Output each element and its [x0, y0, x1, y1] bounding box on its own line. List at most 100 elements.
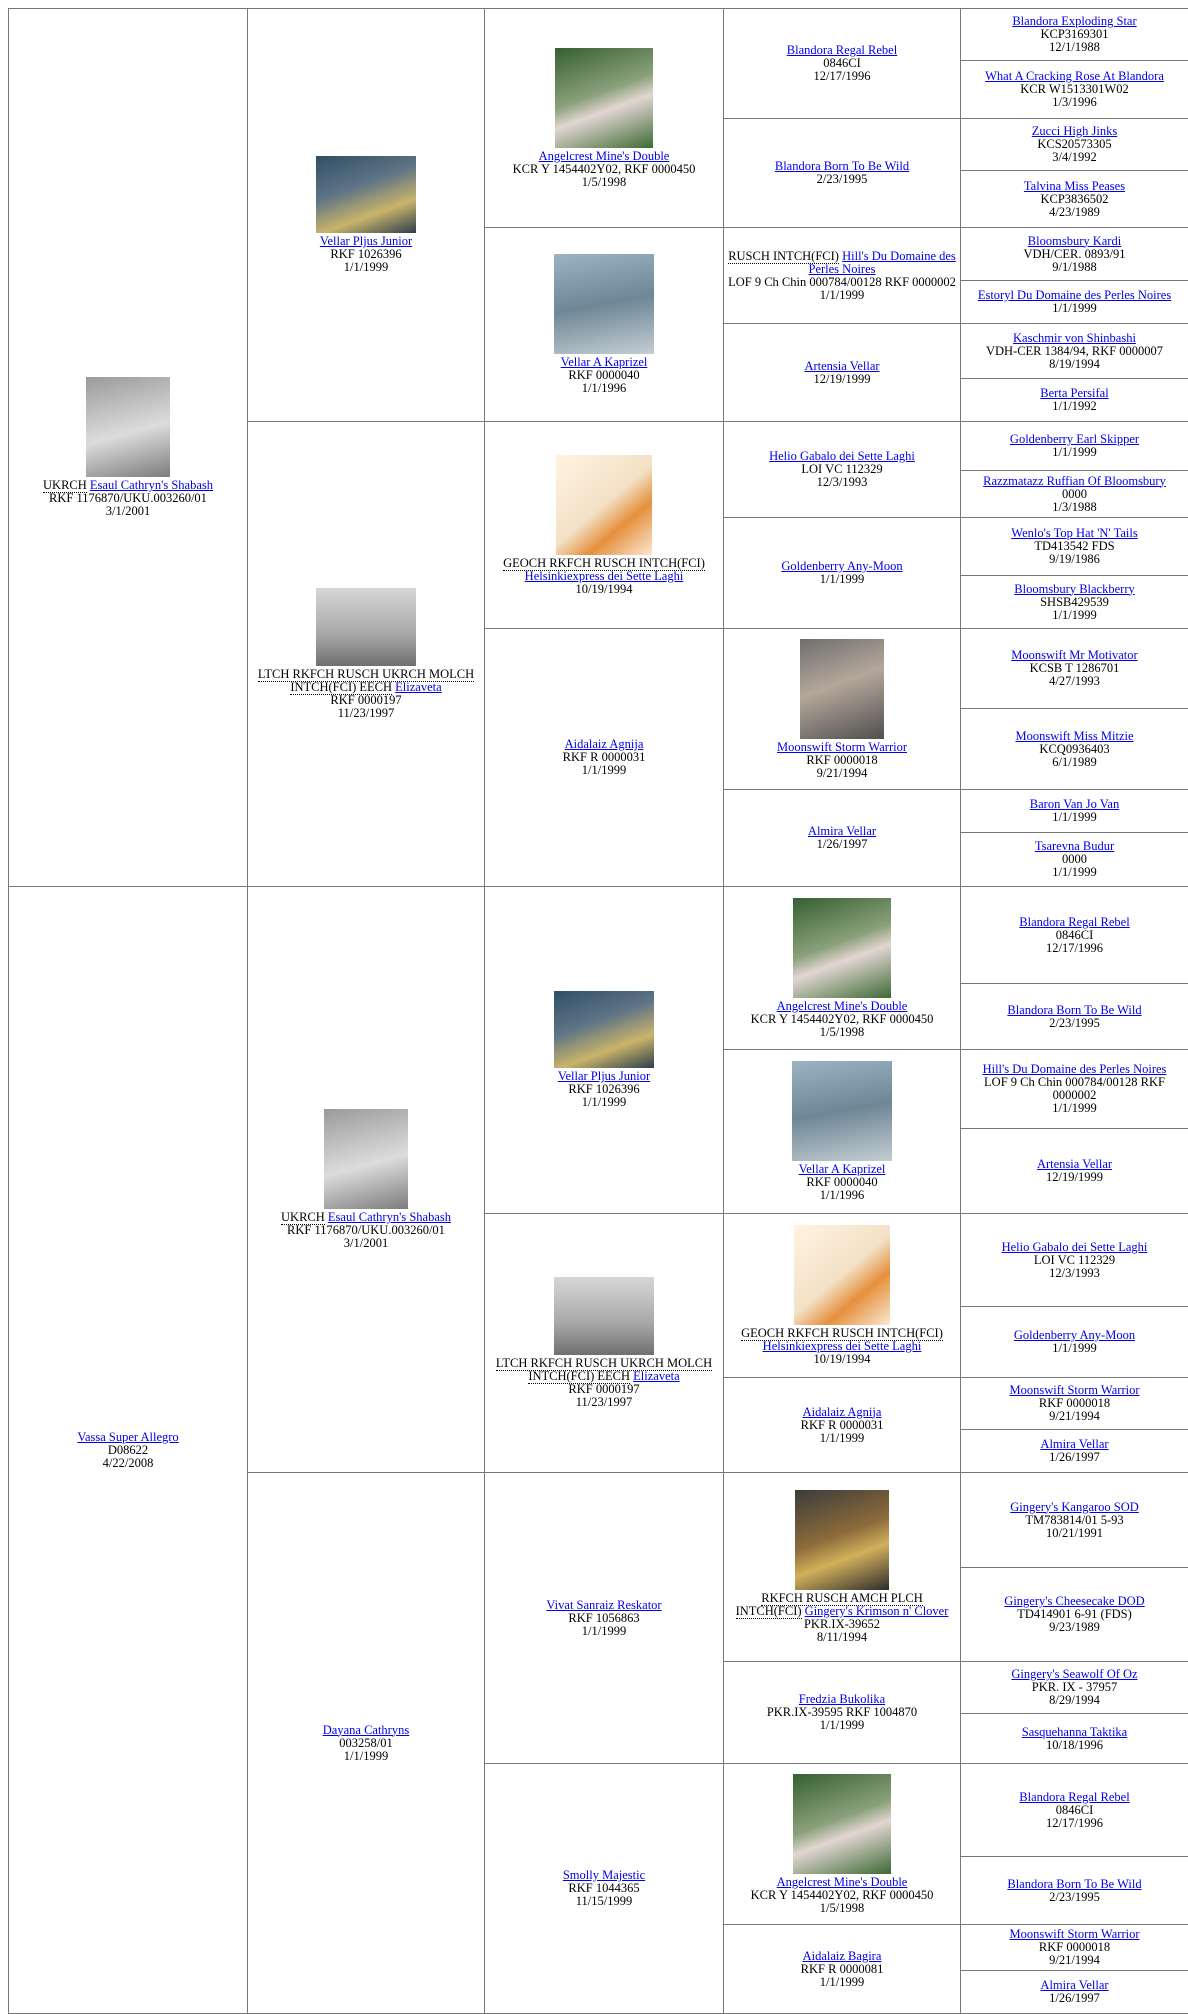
dog-name-link[interactable]: Angelcrest Mine's Double: [776, 1874, 908, 1889]
dog-name-link[interactable]: Blandora Exploding Star: [1012, 14, 1137, 28]
dog-photo[interactable]: [556, 454, 652, 555]
pedigree-cell-elizaveta: LTCH RKFCH RUSCH UKRCH MOLCH INTCH(FCI) …: [484, 1213, 724, 1473]
dog-photo[interactable]: [795, 1490, 889, 1590]
dog-name-link[interactable]: Blandora Born To Be Wild: [774, 159, 910, 173]
dog-name-link[interactable]: Esaul Cathryn's Shabash: [327, 1210, 451, 1224]
dog-name-link[interactable]: Angelcrest Mine's Double: [538, 148, 670, 163]
dog-name-link[interactable]: Helsinkiexpress dei Sette Laghi: [762, 1339, 922, 1353]
registration-number: KCS20573305: [1037, 137, 1112, 151]
dog-name-link[interactable]: Blandora Regal Rebel: [1019, 1789, 1130, 1804]
birth-date: 1/5/1998: [581, 174, 627, 189]
dog-name-link[interactable]: Berta Persifal: [1040, 386, 1109, 400]
dog-name-link[interactable]: Esaul Cathryn's Shabash: [89, 478, 213, 492]
dog-photo[interactable]: [792, 1061, 892, 1161]
dog-name-link[interactable]: Moonswift Mr Motivator: [1011, 648, 1138, 662]
birth-date: 1/1/1996: [581, 381, 627, 395]
registration-number: 0846CI: [1055, 1802, 1094, 1817]
birth-date: 6/1/1989: [1052, 754, 1097, 769]
dog-name-link[interactable]: Moonswift Miss Mitzie: [1015, 728, 1134, 743]
dog-name-link[interactable]: Gingery's Seawolf Of Oz: [1011, 1667, 1138, 1681]
registration-number: SHSB429539: [1040, 594, 1109, 609]
registration-number: KCR W1513301W02: [1020, 82, 1129, 96]
dog-name-link[interactable]: Gingery's Cheesecake DOD: [1004, 1594, 1145, 1608]
dog-name-link[interactable]: Dayana Cathryns: [322, 1722, 410, 1737]
birth-date: 1/1/1999: [581, 763, 627, 777]
dog-name-link[interactable]: Moonswift Storm Warrior: [1009, 1383, 1140, 1397]
dog-photo[interactable]: [316, 156, 416, 233]
dog-photo[interactable]: [86, 377, 170, 477]
dog-name-link[interactable]: Helsinkiexpress dei Sette Laghi: [524, 568, 684, 583]
dog-name-link[interactable]: Elizaveta: [395, 680, 442, 694]
dog-photo[interactable]: [555, 47, 653, 148]
dog-name-link[interactable]: Artensia Vellar: [804, 358, 880, 373]
dog-name-link[interactable]: Talvina Miss Peases: [1023, 178, 1126, 193]
dog-name-link[interactable]: Vassa Super Allegro: [77, 1429, 179, 1444]
dog-name-link[interactable]: Zucci High Jinks: [1031, 124, 1118, 138]
dog-name-link[interactable]: Baron Van Jo Van: [1029, 797, 1120, 811]
dog-photo[interactable]: [554, 254, 654, 354]
dog-name-link[interactable]: Helio Gabalo dei Sette Laghi: [1001, 1239, 1148, 1254]
dog-name-link[interactable]: Artensia Vellar: [1036, 1157, 1113, 1171]
dog-name-link[interactable]: Angelcrest Mine's Double: [776, 998, 908, 1013]
dog-name-link[interactable]: Helio Gabalo dei Sette Laghi: [769, 449, 915, 463]
dog-name-link[interactable]: Aidalaiz Agnija: [802, 1404, 882, 1419]
dog-name-link[interactable]: Aidalaiz Bagira: [802, 1948, 882, 1963]
dog-name-link[interactable]: Blandora Regal Rebel: [1019, 914, 1130, 929]
dog-photo[interactable]: [554, 991, 654, 1068]
dog-name-link[interactable]: Bloomsbury Blackberry: [1014, 581, 1135, 596]
dog-name-link[interactable]: Moonswift Storm Warrior: [1009, 1927, 1140, 1941]
dog-name-link[interactable]: Goldenberry Any-Moon: [781, 559, 903, 573]
birth-date: 1/1/1999: [819, 1718, 865, 1732]
birth-date: 12/17/1996: [1046, 1815, 1103, 1830]
dog-name-link[interactable]: Blandora Regal Rebel: [786, 43, 898, 57]
registration-number: PKR.IX-39652: [803, 1617, 881, 1631]
dog-photo[interactable]: [793, 897, 891, 998]
dog-photo[interactable]: [800, 638, 884, 739]
dog-name-link[interactable]: Gingery's Kangaroo SOD: [1010, 1499, 1139, 1514]
dog-name-link[interactable]: Vellar Pljus Junior: [319, 234, 413, 248]
dog-name-link[interactable]: Vellar A Kaprizel: [798, 1162, 886, 1176]
dog-name-link[interactable]: Aidalaiz Agnija: [564, 737, 644, 751]
dog-name-link[interactable]: Vellar A Kaprizel: [560, 355, 648, 369]
birth-date: 1/1/1999: [1052, 1341, 1097, 1355]
dog-name-link[interactable]: Blandora Born To Be Wild: [1007, 1876, 1142, 1891]
dog-name-link[interactable]: Elizaveta: [633, 1369, 680, 1383]
dog-name-link[interactable]: Estoryl Du Domaine des Perles Noires: [977, 288, 1172, 302]
birth-date: 12/1/1988: [1049, 40, 1100, 54]
birth-date: 1/1/1992: [1052, 399, 1097, 413]
dog-name-link[interactable]: Moonswift Storm Warrior: [776, 739, 907, 754]
birth-date: 1/1/1999: [1052, 810, 1097, 824]
dog-name-link[interactable]: Vivat Sanraiz Reskator: [546, 1597, 662, 1612]
dog-name-link[interactable]: Hill's Du Domaine des Perles Noires: [808, 248, 956, 276]
dog-photo[interactable]: [324, 1109, 408, 1209]
dog-photo[interactable]: [554, 1277, 654, 1355]
birth-date: 1/1/1999: [343, 1748, 389, 1763]
dog-name-link[interactable]: Kaschmir von Shinbashi: [1013, 330, 1136, 345]
dog-name-link[interactable]: Almira Vellar: [807, 824, 877, 838]
dog-name-link[interactable]: Sasquehanna Taktika: [1021, 1724, 1128, 1739]
dog-name-link[interactable]: Hill's Du Domaine des Perles Noires: [982, 1062, 1167, 1076]
dog-photo[interactable]: [793, 1773, 891, 1874]
dog-name-link[interactable]: Goldenberry Earl Skipper: [1009, 432, 1140, 446]
dog-name-link[interactable]: Goldenberry Any-Moon: [1013, 1328, 1136, 1342]
dog-name-link[interactable]: Almira Vellar: [1040, 1437, 1109, 1451]
dog-name-link[interactable]: Gingery's Krimson n' Clover: [804, 1604, 949, 1618]
dog-photo[interactable]: [794, 1225, 890, 1325]
dog-name-link[interactable]: Razzmatazz Ruffian Of Bloomsbury: [983, 473, 1166, 488]
dog-name-link[interactable]: Fredzia Bukolika: [798, 1692, 886, 1706]
dog-photo[interactable]: [316, 588, 416, 666]
dog-name-link[interactable]: Bloomsbury Kardi: [1027, 233, 1122, 248]
dog-name-link[interactable]: Smolly Majestic: [562, 1868, 646, 1882]
dog-name-link[interactable]: Tsarevna Budur: [1034, 839, 1115, 853]
dog-name-link[interactable]: Wenlo's Top Hat 'N' Tails: [1011, 526, 1138, 540]
dog-name-link[interactable]: Almira Vellar: [1040, 1978, 1109, 1992]
dog-name-link[interactable]: Blandora Born To Be Wild: [1007, 1002, 1142, 1017]
dog-name-link[interactable]: Vellar Pljus Junior: [557, 1069, 651, 1083]
pedigree-cell-helsinkiexpress-dei-sette-laghi: GEOCH RKFCH RUSCH INTCH(FCI) Helsinkiexp…: [484, 421, 724, 629]
dog-name-link[interactable]: What A Cracking Rose At Blandora: [985, 69, 1164, 83]
